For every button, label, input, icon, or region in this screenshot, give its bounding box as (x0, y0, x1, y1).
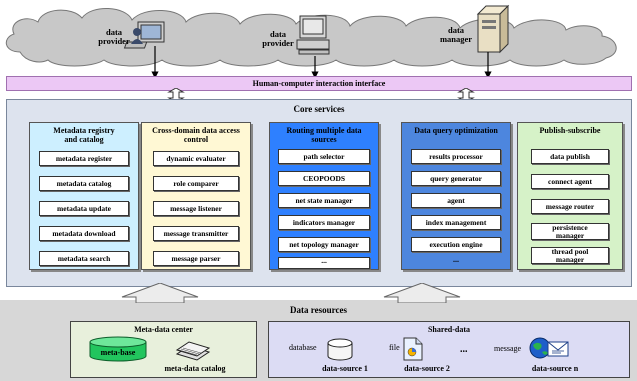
hci-core-arrows (167, 88, 475, 102)
service-publish-subscribe: Publish-subscribe data publish connect a… (517, 122, 623, 270)
resources-core-arrows (121, 283, 461, 303)
module-metadata-register: metadata register (39, 151, 129, 166)
service-metadata-registry: Metadata registry and catalog metadata r… (29, 122, 139, 270)
module-thread-pool-manager: thread pool manager (531, 247, 609, 264)
module-path-selector: path selector (278, 149, 370, 164)
module-dynamic-evaluater: dynamic evaluater (153, 151, 239, 166)
module-metadata-catalog: metadata catalog (39, 176, 129, 191)
meta-data-center-title: Meta-data center (134, 325, 193, 334)
provider-2-workstation (296, 15, 330, 55)
service-title: Data query optimization (414, 126, 498, 135)
cylinder-icon (89, 336, 147, 362)
file-icon (403, 337, 423, 361)
module-message-listener: message listener (153, 201, 239, 216)
core-services-panel: Core services Metadata registry and cata… (6, 99, 632, 287)
module-metadata-search: metadata search (39, 251, 129, 266)
service-routing-data-sources: Routing multiple data sources path selec… (269, 122, 379, 270)
manager-label: data manager (439, 25, 473, 44)
module-indicators-manager: indicators manager (278, 215, 370, 230)
module-index-management: index management (411, 215, 501, 230)
module-message-parser: message parser (153, 251, 239, 266)
module-persistence-manager: persistence manager (531, 223, 609, 240)
globe-icon (529, 337, 569, 359)
module-results-processor: results processor (411, 149, 501, 164)
meta-data-catalog-label: meta-data catalog (164, 364, 226, 373)
cloud-arrows (151, 46, 492, 79)
stack-icon (175, 341, 211, 361)
network-cloud (5, 4, 617, 67)
module-data-publish: data publish (531, 149, 609, 164)
module-more: ... (278, 257, 370, 269)
shared-data-title: Shared-data (427, 325, 471, 334)
message-label: message (494, 344, 522, 353)
service-title: Publish-subscribe (539, 126, 601, 135)
up-arrow-left (121, 283, 199, 303)
database-label: database (289, 343, 317, 352)
module-metadata-download: metadata download (39, 226, 129, 241)
data-source-1-label: data-source 1 (322, 364, 368, 373)
file-label: file (389, 343, 400, 352)
service-query-optimization: Data query optimization results processo… (401, 122, 511, 270)
person-icon (133, 28, 141, 36)
hci-interface-bar: Human-computer interaction interface (6, 76, 632, 91)
module-net-topology-manager: net topology manager (278, 237, 370, 252)
core-services-title: Core services (293, 104, 345, 114)
module-role-comparer: role comparer (153, 176, 239, 191)
module-agent: agent (411, 193, 501, 208)
provider-2-label: data provider (262, 29, 294, 48)
module-message-router: message router (531, 199, 609, 214)
manager-server (476, 4, 510, 54)
data-resources-title: Data resources (290, 305, 347, 315)
data-source-2-label: data-source 2 (404, 364, 450, 373)
double-arrow-right (457, 88, 475, 102)
module-metadata-update: metadata update (39, 201, 129, 216)
module-ceopoods: CEOPOODS (278, 171, 370, 186)
module-message-transmitter: message transmitter (153, 226, 239, 241)
service-title: Metadata registry and catalog (53, 126, 115, 144)
data-source-n-label: data-source n (531, 364, 579, 373)
module-execution-engine: execution engine (411, 237, 501, 252)
module-more: ... (453, 255, 459, 264)
double-arrow-left (167, 88, 185, 102)
service-cross-domain-access: Cross-domain data access control dynamic… (141, 122, 251, 270)
cylinder-icon (327, 338, 353, 361)
provider-1-workstation (123, 21, 165, 49)
service-title: Routing multiple data sources (286, 126, 362, 144)
module-connect-agent: connect agent (531, 174, 609, 189)
module-net-state-manager: net state manager (278, 193, 370, 208)
service-title: Cross-domain data access control (152, 126, 240, 144)
module-query-generator: query generator (411, 171, 501, 186)
provider-1-label: data provider (98, 27, 130, 46)
ellipsis: ... (460, 344, 468, 355)
meta-base-label: meta-base (100, 348, 136, 357)
up-arrow-right (383, 283, 461, 303)
